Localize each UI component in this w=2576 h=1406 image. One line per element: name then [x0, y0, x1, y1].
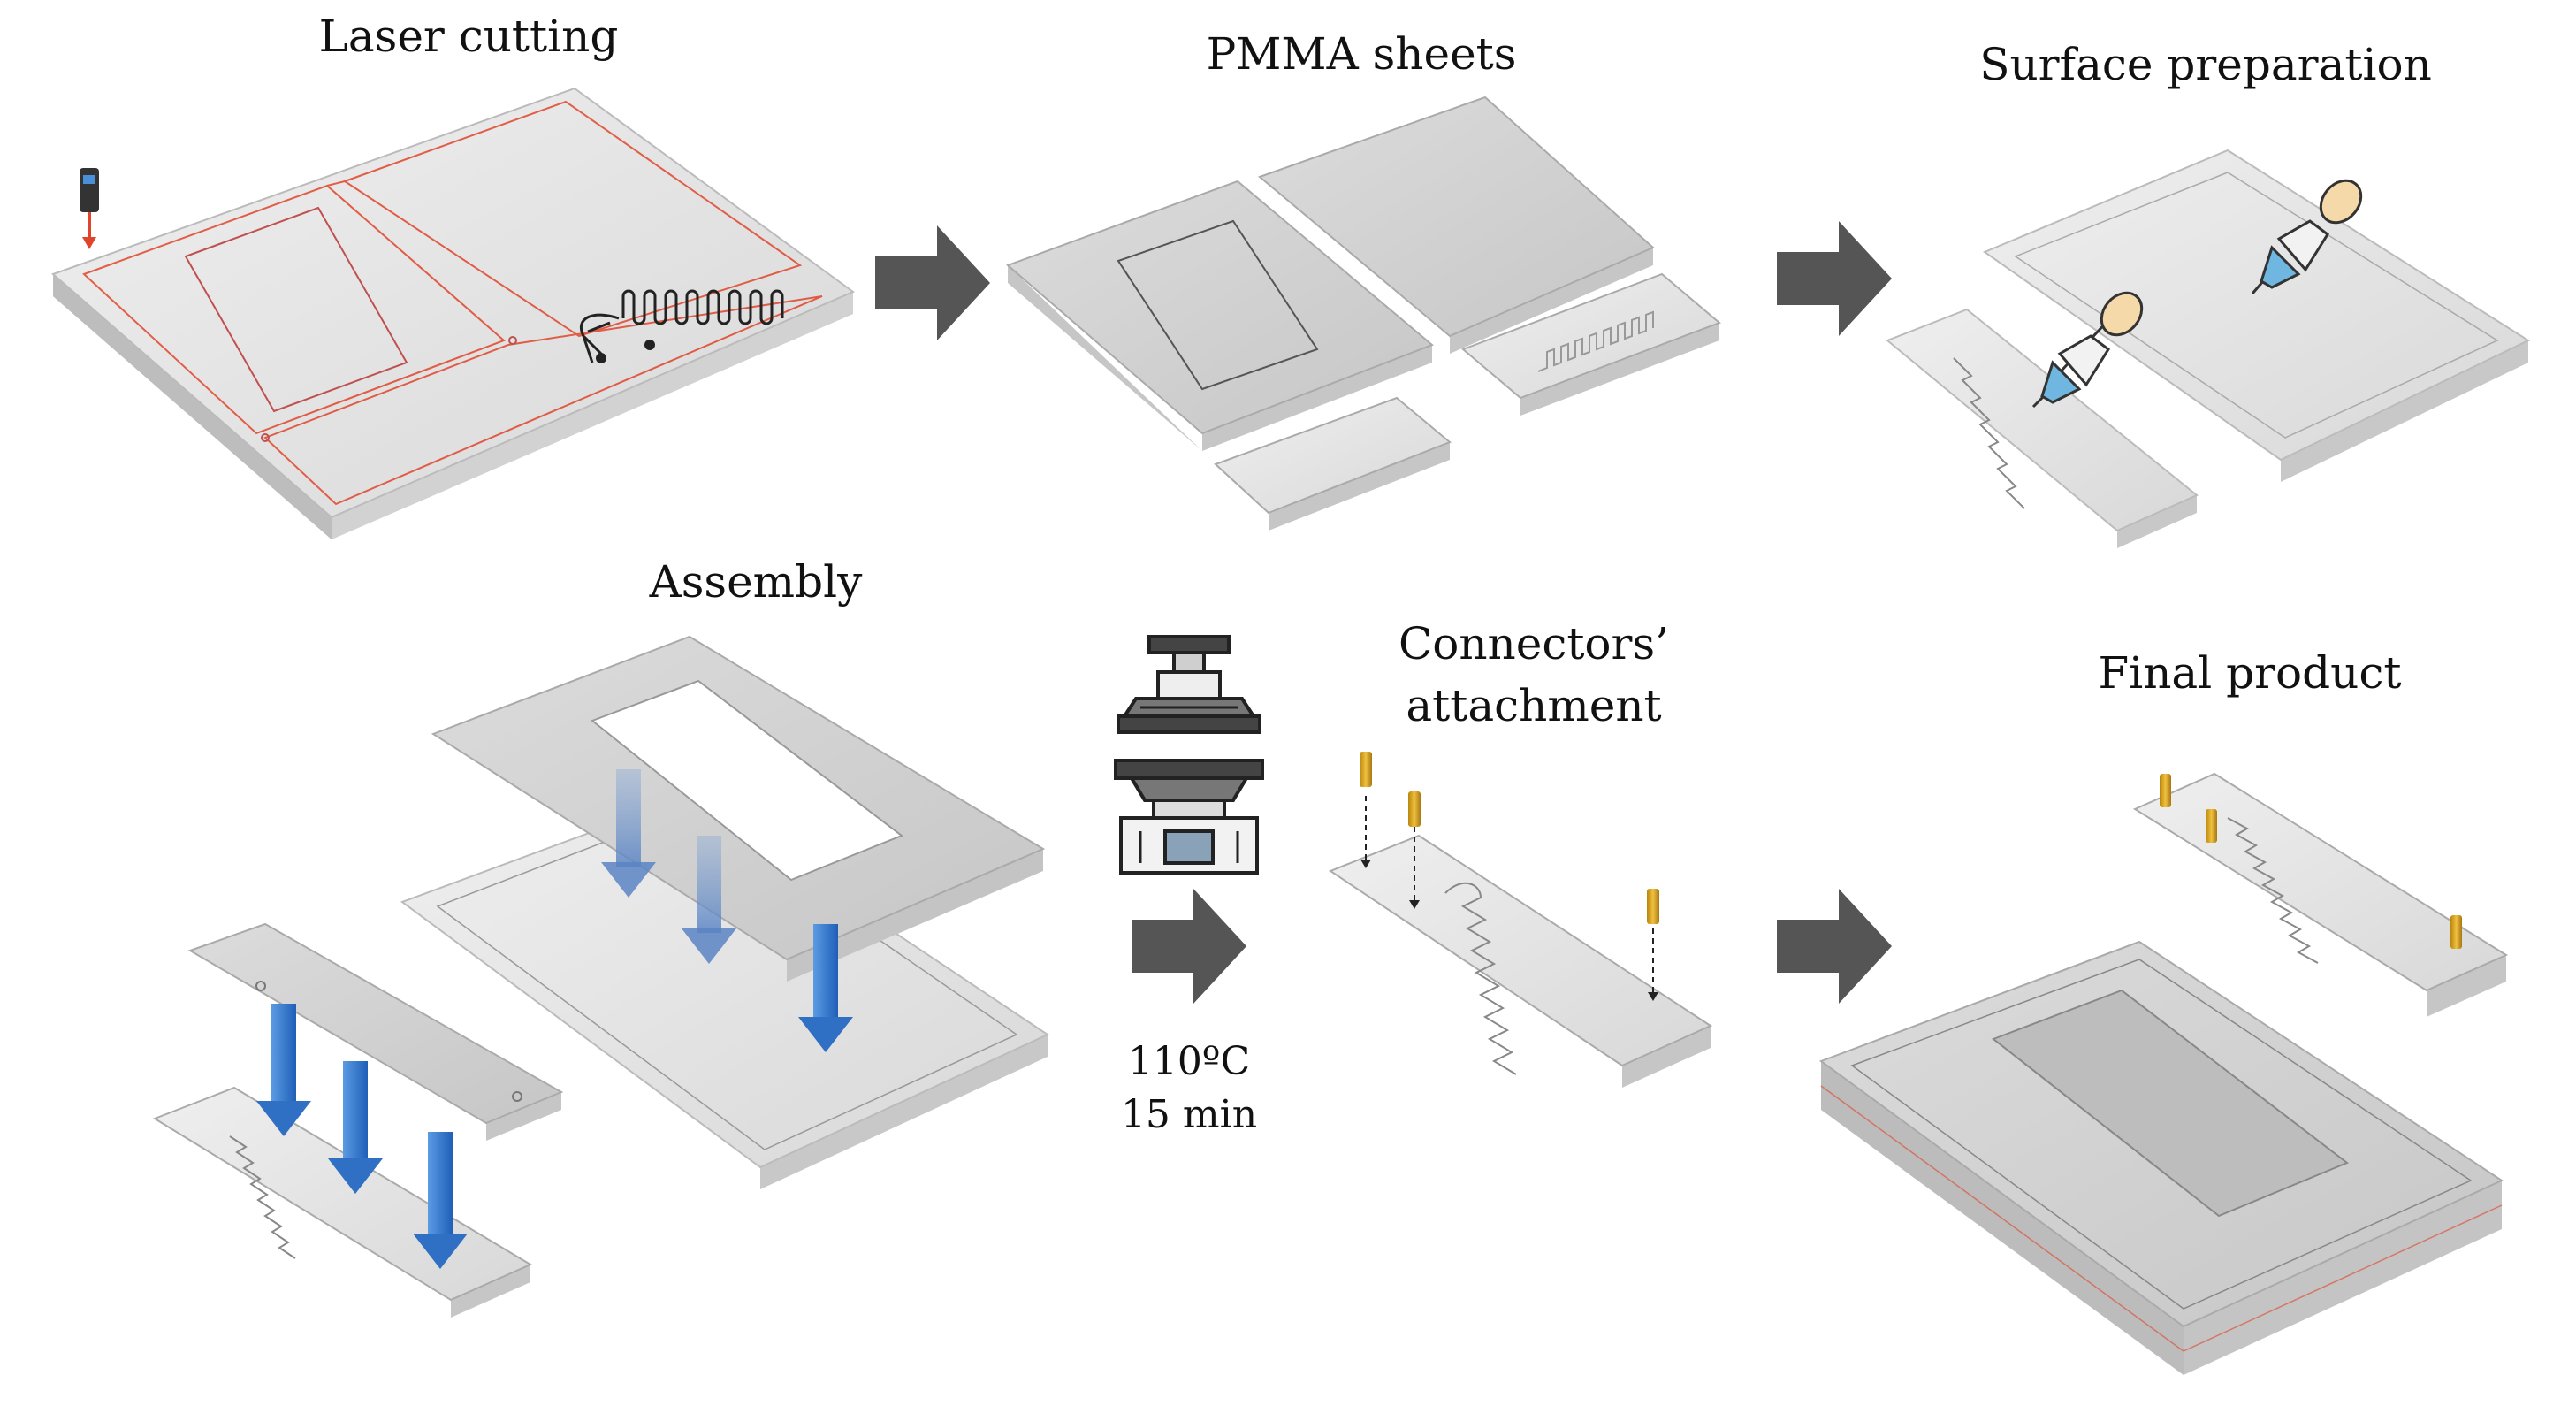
- connector-icon: [1408, 791, 1421, 827]
- connectors-attachment: [1328, 752, 1713, 1088]
- heat-press-icon: [1114, 635, 1264, 875]
- pipette-icon: [2251, 179, 2363, 294]
- laser-head-icon: [80, 168, 99, 249]
- block-arrow-icon: [1777, 221, 1892, 336]
- pmma-sheets: [1006, 96, 1721, 531]
- surface-preparation: [1886, 149, 2531, 548]
- label-surface-preparation: Surface preparation: [1979, 39, 2432, 90]
- block-arrow-icon: [875, 225, 990, 340]
- pipette-icon: [2031, 291, 2144, 409]
- assembly: [152, 635, 1050, 1318]
- drop-arrow-icon: [682, 836, 736, 964]
- label-press-duration: 15 min: [1121, 1092, 1257, 1137]
- drop-arrow-icon: [413, 1132, 468, 1269]
- laser-cutting-sheet: [51, 87, 856, 539]
- label-final-product: Final product: [2099, 647, 2402, 699]
- connector-icon: [1647, 889, 1659, 924]
- label-assembly: Assembly: [649, 556, 863, 607]
- connector-icon: [2206, 809, 2217, 843]
- drop-arrow-icon: [601, 769, 656, 898]
- label-pmma-sheets: PMMA sheets: [1207, 28, 1517, 80]
- label-connectors-line1: Connectors’: [1399, 618, 1669, 669]
- connector-icon: [1360, 752, 1372, 787]
- drop-arrow-icon: [798, 924, 853, 1052]
- label-connectors-line2: attachment: [1406, 680, 1661, 731]
- connector-icon: [2160, 774, 2171, 807]
- connector-icon: [2450, 915, 2462, 949]
- block-arrow-icon: [1777, 889, 1892, 1004]
- label-press-temperature: 110ºC: [1128, 1039, 1250, 1084]
- drop-arrow-icon: [256, 1004, 311, 1136]
- block-arrow-icon: [1132, 889, 1246, 1004]
- label-laser-cutting: Laser cutting: [319, 11, 619, 62]
- drop-arrow-icon: [328, 1061, 383, 1194]
- final-product: [1818, 772, 2509, 1375]
